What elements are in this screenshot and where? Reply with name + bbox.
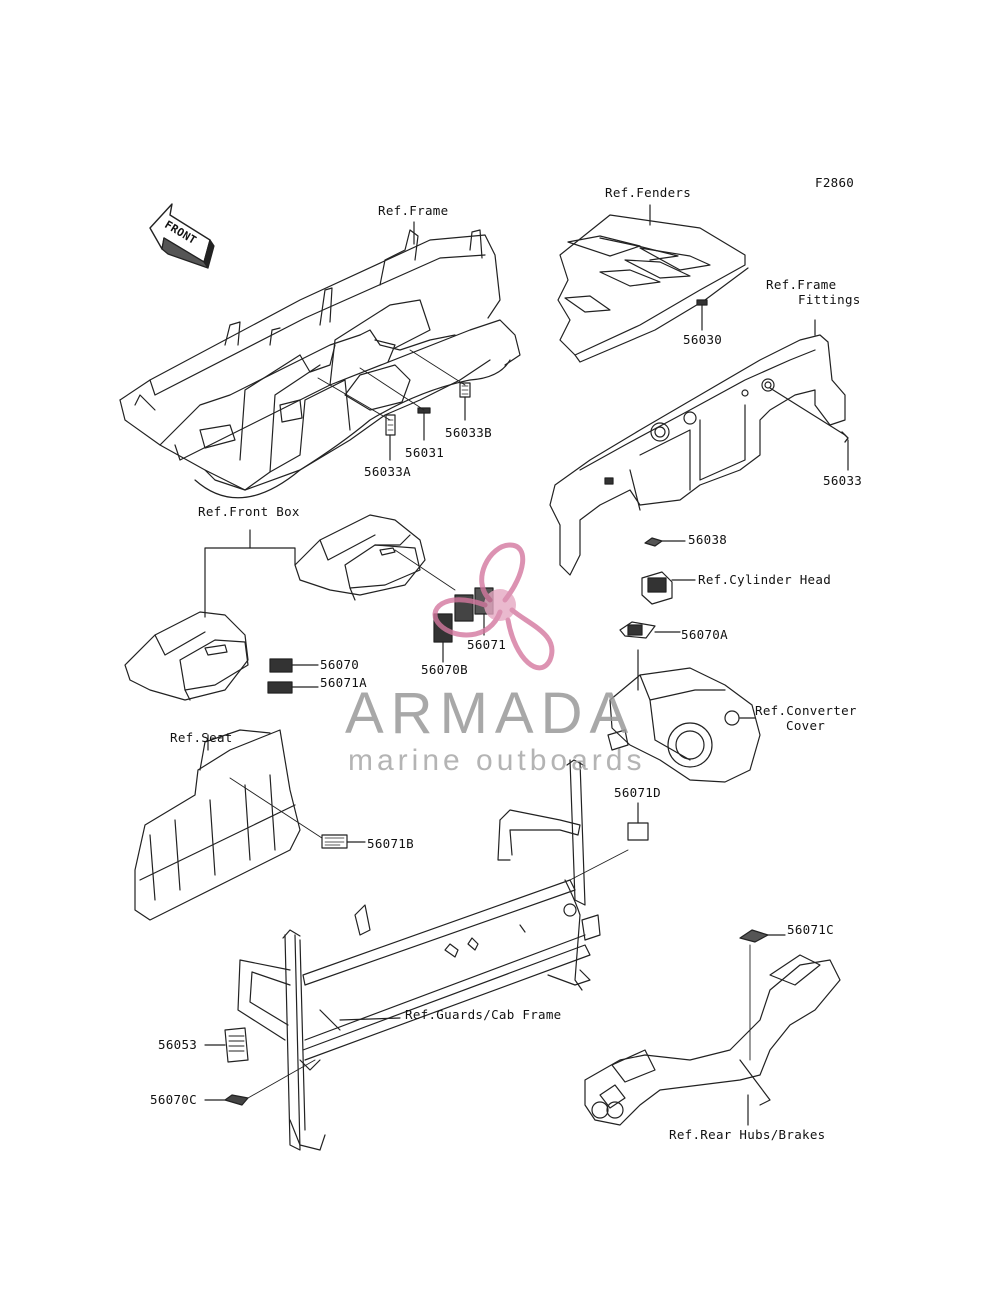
frame-fittings-drawing (549, 319, 849, 576)
converter-cover-drawing (607, 621, 761, 783)
cab-frame-drawing (204, 759, 649, 1151)
ref-frame-label: Ref.Frame (378, 203, 449, 218)
frame-decals (317, 221, 471, 461)
part-56071A: 56071A (320, 675, 367, 690)
part-56070: 56070 (320, 657, 360, 672)
front-box-bracket (204, 529, 296, 618)
ref-converter-label-1: Ref.Converter (755, 703, 857, 718)
ref-frame-fittings-label-2: Fittings (798, 292, 861, 307)
part-56038: 56038 (688, 532, 728, 547)
part-56033A: 56033A (364, 464, 411, 479)
part-56070B: 56070B (421, 662, 468, 677)
ref-rear-hubs-label: Ref.Rear Hubs/Brakes (669, 1127, 826, 1142)
part-56071C: 56071C (787, 922, 834, 937)
part-56033B: 56033B (445, 425, 492, 440)
ref-front-box-label: Ref.Front Box (198, 504, 300, 519)
part-56071B: 56071B (367, 836, 414, 851)
part-56070A: 56070A (681, 627, 728, 642)
front-box-lower-drawing (124, 611, 249, 701)
rear-hub-drawing (584, 929, 841, 1126)
cylinder-head-decals (641, 537, 696, 605)
ref-frame-fittings-label-1: Ref.Frame (766, 277, 837, 292)
front-arrow-icon (149, 203, 215, 269)
part-56071D: 56071D (614, 785, 661, 800)
seat-drawing (134, 729, 366, 921)
main-frame-drawing (119, 229, 521, 499)
ref-guards-label: Ref.Guards/Cab Frame (405, 1007, 562, 1022)
watermark-subtitle: marine outboards (348, 744, 646, 777)
fender-drawing (557, 204, 749, 363)
part-56033: 56033 (823, 473, 863, 488)
part-56053: 56053 (158, 1037, 198, 1052)
ref-seat-label: Ref.Seat (170, 730, 233, 745)
part-56030: 56030 (683, 332, 723, 347)
part-56031: 56031 (405, 445, 445, 460)
ref-fenders-label: Ref.Fenders (605, 185, 692, 200)
front-box-upper-drawing (294, 514, 426, 601)
armada-logo-icon (432, 542, 555, 671)
part-56071: 56071 (467, 637, 507, 652)
part-56070C: 56070C (150, 1092, 197, 1107)
figure-code: F2860 (815, 175, 855, 190)
ref-cylinder-head-label: Ref.Cylinder Head (698, 572, 832, 587)
ref-converter-label-2: Cover (786, 718, 826, 733)
watermark-title: ARMADA (345, 681, 636, 746)
